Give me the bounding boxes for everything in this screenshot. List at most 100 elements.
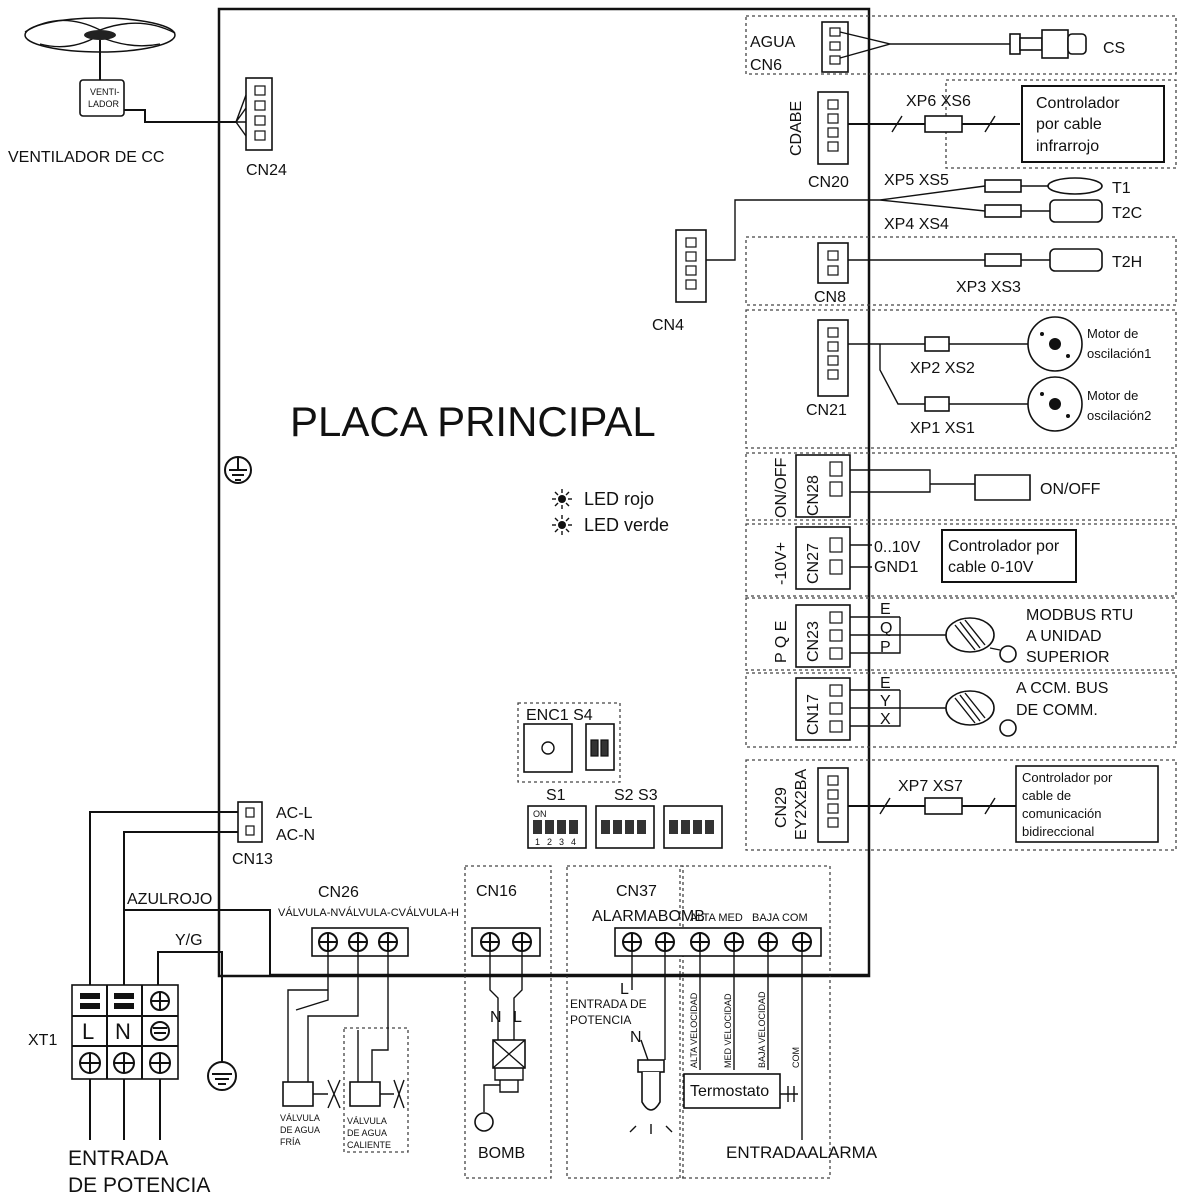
fan-box-label-2: LADOR: [88, 99, 120, 109]
pump-ground-icon: [474, 1112, 494, 1132]
cn29-controller-text-2: cable de: [1022, 788, 1071, 803]
cn23-vertical-label: P Q E: [773, 621, 790, 663]
cn23-pin-q: Q: [880, 620, 892, 637]
cn27-connector: [795, 526, 851, 590]
motor2-text-2: oscilación2: [1087, 408, 1151, 423]
board-title: PLACA PRINCIPAL: [290, 398, 656, 445]
thermo-v-baja: BAJA VELOCIDAD: [757, 991, 767, 1068]
motor1-icon: [1027, 316, 1083, 372]
cs-sensor-icon: [1009, 29, 1087, 59]
xp4-label: XP4 XS4: [884, 216, 949, 233]
ac-l-wire: [89, 811, 238, 985]
dip-num-3: 3: [559, 837, 564, 847]
cn8-label: CN8: [814, 289, 846, 306]
enc1-s4-label: ENC1 S4: [526, 707, 593, 724]
motor2-icon: [1027, 376, 1083, 432]
fan-wire: [124, 109, 236, 123]
t1-label: T1: [1112, 180, 1131, 197]
xt1-label: XT1: [28, 1032, 57, 1049]
cn27-sig-2: GND1: [874, 559, 919, 576]
cold-valve-text-3: FRÍA: [280, 1137, 301, 1147]
cn16-l: L: [513, 1009, 522, 1026]
cn17-label: CN17: [805, 694, 822, 735]
cn16-label: CN16: [476, 883, 517, 900]
cn4-label: CN4: [652, 317, 684, 334]
cn28-vertical-label: ON/OFF: [773, 457, 790, 518]
enc1-s4-group: [517, 702, 621, 783]
xt1-terminal-block: [71, 984, 179, 1080]
cn23-ground-icon: [999, 645, 1017, 663]
dip-on-label: ON: [533, 809, 547, 819]
cn16-n: N: [490, 1009, 502, 1026]
xp7-label: XP7 XS7: [898, 778, 963, 795]
cn26-pins: VÁLVULA-NVÁLVULA-CVÁLVULA-H: [278, 906, 459, 919]
cn6-group: [745, 15, 1177, 75]
t2h-sensor-icon: [1049, 248, 1103, 272]
cn26-label: CN26: [318, 884, 359, 901]
dip-num-1: 1: [535, 837, 540, 847]
fan-box-label-1: VENTI-: [90, 87, 120, 97]
motor1-text-2: oscilación1: [1087, 346, 1151, 361]
t1-sensor-icon: [1047, 177, 1103, 195]
cold-valve-text-2: DE AGUA: [280, 1125, 320, 1135]
cn24-label: CN24: [246, 162, 287, 179]
cn27-sig-1: 0..10V: [874, 539, 921, 556]
thermostat-box: [683, 1073, 781, 1109]
s3-dip-switch: [663, 805, 723, 849]
s2s3-label: S2 S3: [614, 787, 658, 804]
cn37-label: CN37: [616, 883, 657, 900]
ir-controller-text-3: infrarrojo: [1036, 138, 1099, 155]
cn29-vertical-label-1: CN29: [773, 787, 790, 828]
thermostat-label: Termostato: [690, 1083, 769, 1100]
thermo-group: [679, 865, 831, 1179]
t2c-sensor-icon: [1049, 199, 1103, 223]
xt1-l: L: [82, 1019, 94, 1044]
ac-n-wire: [123, 831, 238, 985]
cn13-acn: AC-N: [276, 827, 315, 844]
thermo-pins: ALTA MED: [690, 912, 743, 924]
xp3-label: XP3 XS3: [956, 279, 1021, 296]
led-green-label: LED verde: [584, 515, 669, 535]
dip-num-4: 4: [571, 837, 576, 847]
cn17-pin-x: X: [880, 711, 891, 728]
xp4-plug-icon: [984, 204, 1022, 218]
xp6-label: XP6 XS6: [906, 93, 971, 110]
dip-num-2: 2: [547, 837, 552, 847]
xp5-label: XP5 XS5: [884, 172, 949, 189]
s2-dip-switch: [595, 805, 655, 849]
board-ground-icon: [224, 456, 252, 484]
azulrojo-label: AZULROJO: [127, 891, 212, 908]
thermo-v-med: MED VELOCIDAD: [723, 993, 733, 1068]
ir-controller-text-1: Controlador: [1036, 95, 1120, 112]
cn23-pin-p: P: [880, 639, 891, 656]
cn27-vertical-label: -10V+: [773, 542, 790, 585]
cn17-text-2: DE COMM.: [1016, 702, 1098, 719]
xp2-label: XP2 XS2: [910, 360, 975, 377]
hot-valve-text-2: DE AGUA: [347, 1128, 387, 1138]
led-green-icon: [552, 515, 572, 535]
hot-valve-text-3: CALIENTE: [347, 1140, 391, 1150]
cn17-pin-y: Y: [880, 693, 891, 710]
cn37-l: L: [620, 981, 629, 998]
thermo-baja: BAJA COM: [752, 912, 808, 924]
onoff-switch-label: ON/OFF: [1040, 481, 1101, 498]
cn8-connector: [817, 242, 849, 284]
xp5-plug-icon: [984, 179, 1022, 193]
xt1-n: N: [115, 1019, 131, 1044]
earth-ground-icon: [207, 1061, 237, 1091]
cn16-caption: BOMB: [478, 1145, 525, 1162]
s1-label: S1: [546, 787, 566, 804]
cn21-group: [745, 309, 1177, 449]
enc1-dial: [523, 723, 573, 773]
cn23-label: CN23: [805, 621, 822, 662]
cn29-controller-text-3: comunicación: [1022, 806, 1102, 821]
cn37-n: N: [630, 1029, 642, 1046]
hot-valve-icon: [349, 1081, 381, 1107]
cn37-entrada-2: POTENCIA: [570, 1013, 631, 1027]
cn37-terminals: [614, 927, 822, 957]
cn13-label: CN13: [232, 851, 273, 868]
xp3-plug-icon: [984, 253, 1022, 267]
xp6-plug-icon: [924, 115, 963, 133]
cn29-controller-text-1: Controlador por: [1022, 770, 1113, 785]
